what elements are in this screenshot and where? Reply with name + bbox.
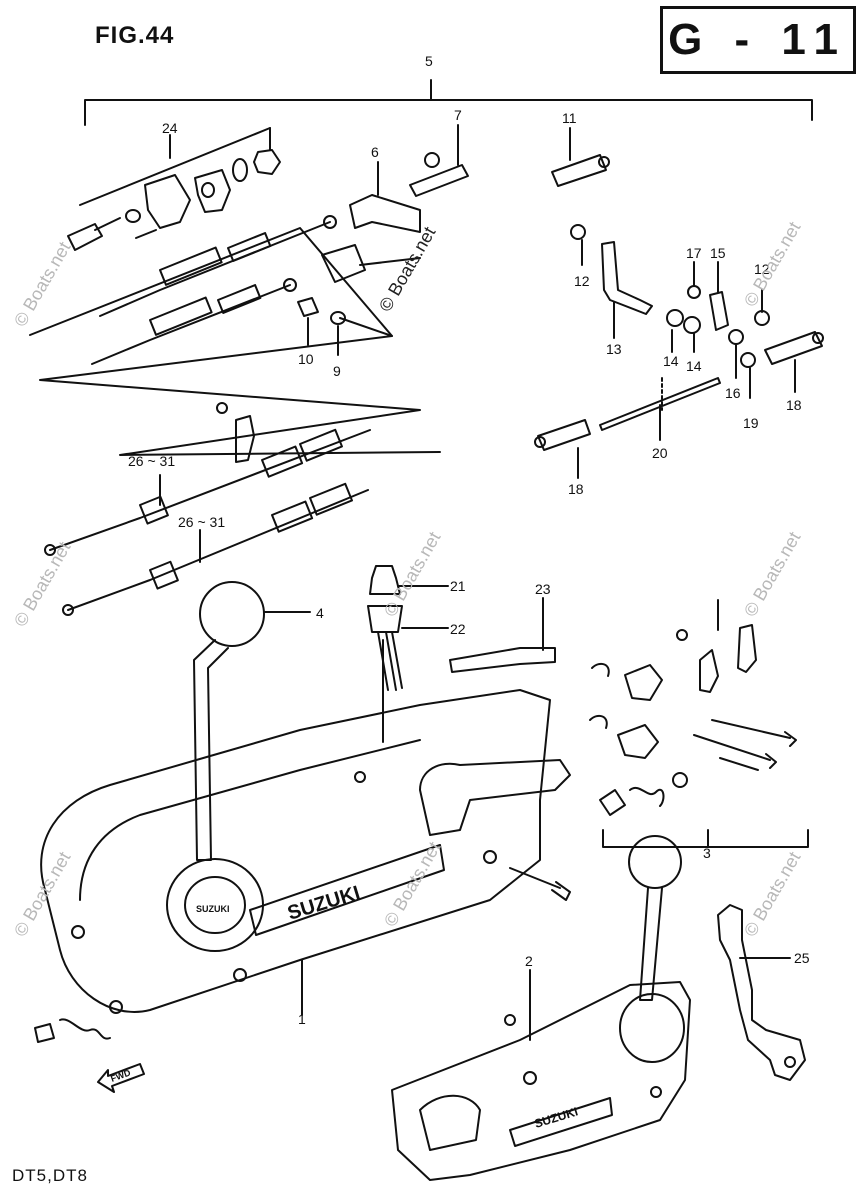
callout-7: 7 xyxy=(454,107,462,123)
callout-9: 9 xyxy=(333,363,341,379)
part-24-clamp xyxy=(67,149,281,251)
part-9-washer xyxy=(330,311,346,325)
part-6-bracket xyxy=(321,194,421,283)
page-code-box: G - 11 xyxy=(660,6,856,74)
callout-25: 25 xyxy=(794,950,810,966)
figure-title: FIG.44 xyxy=(95,22,175,49)
fwd-arrow xyxy=(97,1063,145,1093)
callout-10: 10 xyxy=(298,351,314,367)
mount-screw xyxy=(509,867,571,901)
part-18-rod-end-left xyxy=(534,419,591,451)
callout-22: 22 xyxy=(450,621,466,637)
part-13-lever xyxy=(570,224,653,315)
callout-14-right: 14 xyxy=(686,358,702,374)
part-4-knob xyxy=(199,581,265,647)
callout-1: 1 xyxy=(298,1011,306,1027)
cable-upper-a xyxy=(99,215,337,317)
callout-23: 23 xyxy=(535,581,551,597)
callout-3: 3 xyxy=(703,845,711,861)
page-code: G - 11 xyxy=(668,15,848,64)
cable-clip xyxy=(216,402,255,463)
part-11-rod-end xyxy=(551,154,610,187)
front-spring-parts xyxy=(34,1000,123,1043)
callout-13: 13 xyxy=(606,341,622,357)
callout-4: 4 xyxy=(316,605,324,621)
callout-16: 16 xyxy=(725,385,741,401)
callout-26-31-b: 26 ~ 31 xyxy=(178,514,225,530)
callout-18-left: 18 xyxy=(568,481,584,497)
callout-2: 2 xyxy=(525,953,533,969)
callout-15: 15 xyxy=(710,245,726,261)
cable-26-31-b xyxy=(62,482,369,616)
callout-5: 5 xyxy=(425,53,433,69)
callout-12-left: 12 xyxy=(574,273,590,289)
hub-main: SUZUKI xyxy=(196,904,230,914)
callouts: 5 24 6 7 11 12 17 15 12 13 14 14 16 19 1… xyxy=(128,53,810,1027)
group-bracket-3 xyxy=(602,829,809,848)
part-2-knob xyxy=(628,835,682,889)
part-1-control-box xyxy=(40,689,571,1013)
part-2-control-box xyxy=(391,981,691,1181)
callout-12-right: 12 xyxy=(754,261,770,277)
callout-20: 20 xyxy=(652,445,668,461)
cable-26-31-a xyxy=(44,428,371,556)
callout-18-right: 18 xyxy=(786,397,802,413)
callout-21: 21 xyxy=(450,578,466,594)
callout-26-31-a: 26 ~ 31 xyxy=(128,453,175,469)
callout-17: 17 xyxy=(686,245,702,261)
brand-main: SUZUKI xyxy=(285,882,363,925)
part-7-link xyxy=(409,152,469,197)
callout-11: 11 xyxy=(562,110,577,126)
part-markings: SUZUKI SUZUKI SUZUKI FWD xyxy=(109,882,579,1131)
part-3-kit xyxy=(589,624,797,816)
callout-24: 24 xyxy=(162,120,178,136)
group-bracket-5 xyxy=(84,99,813,126)
callout-19: 19 xyxy=(743,415,759,431)
part-23-bracket xyxy=(449,647,556,673)
part-18-rod-end-right xyxy=(764,331,824,365)
part-20-rod xyxy=(599,377,721,431)
callout-6: 6 xyxy=(371,144,379,160)
cable-upper-b xyxy=(91,278,297,365)
part-10-bolt xyxy=(297,297,319,317)
part-25-lever xyxy=(717,904,806,1081)
model-label: DT5,DT8 xyxy=(12,1166,88,1185)
callout-14-left: 14 xyxy=(663,353,679,369)
fwd-arrow-label: FWD xyxy=(109,1067,132,1084)
